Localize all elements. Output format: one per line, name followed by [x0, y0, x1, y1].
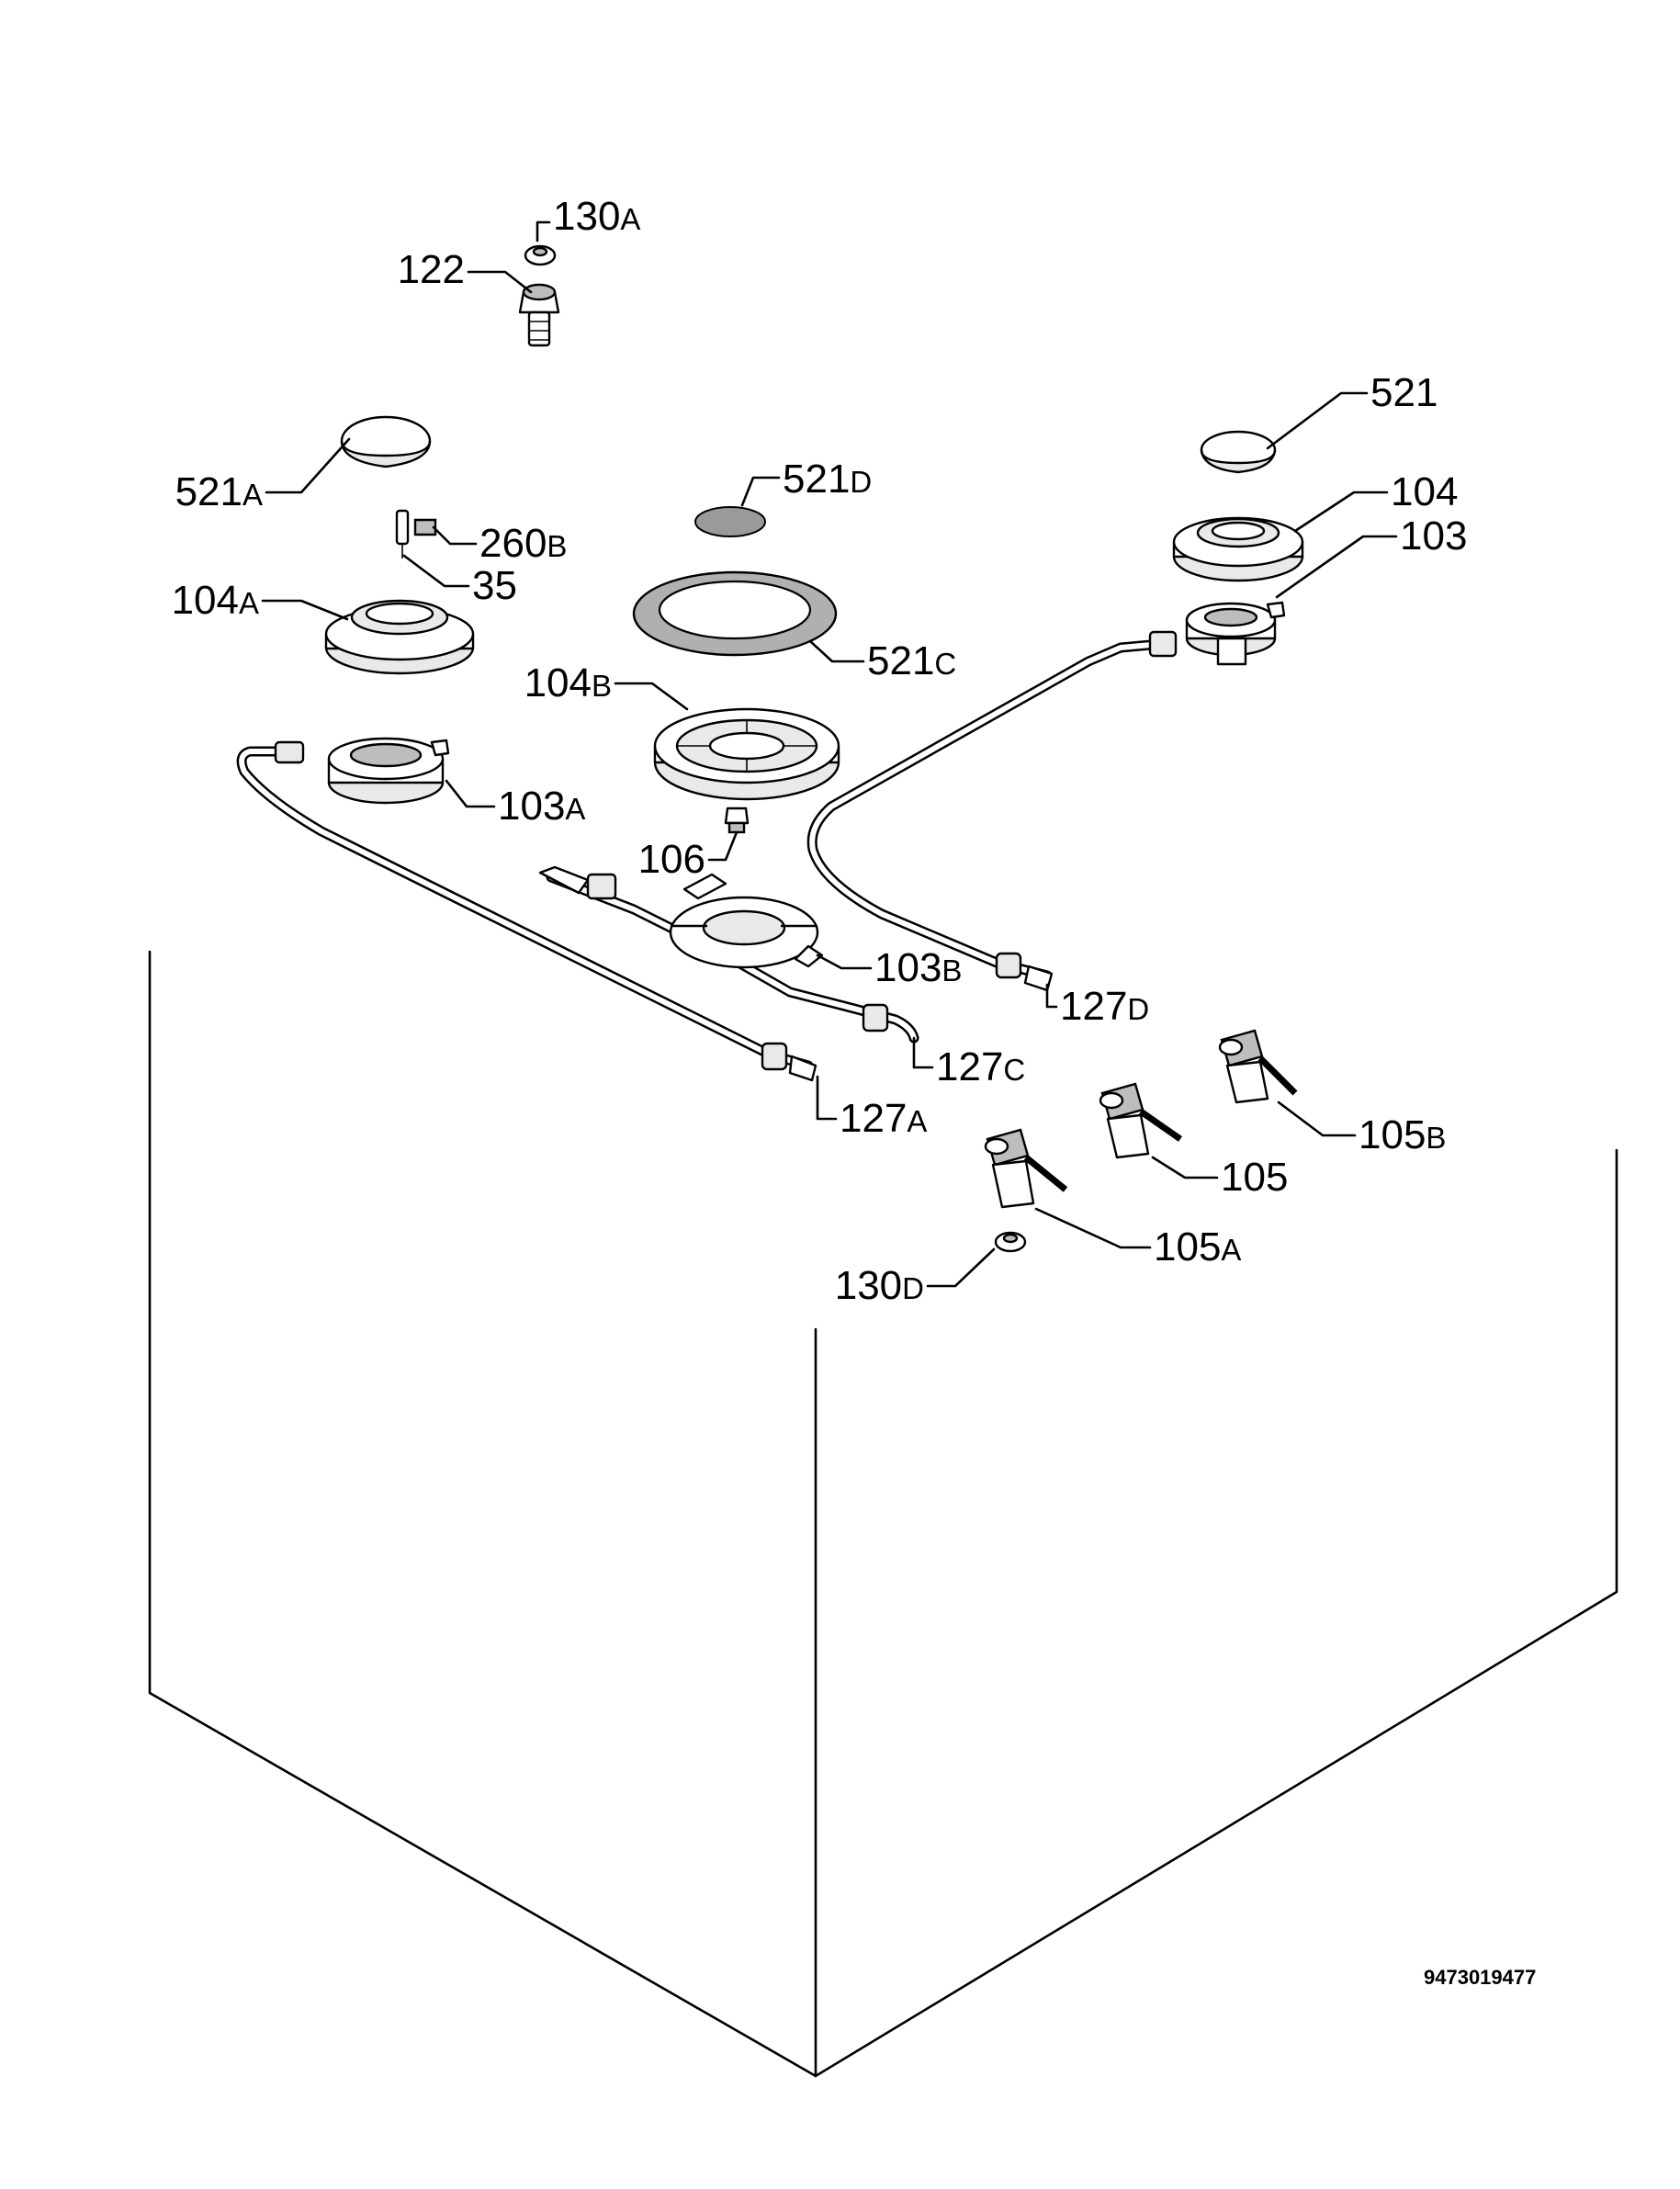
part-130A-washer	[524, 244, 557, 266]
callout-127D: 127D	[1060, 984, 1149, 1029]
part-521-cap	[1200, 430, 1277, 474]
callout-521C: 521C	[867, 638, 956, 683]
callout-260B: 260B	[479, 521, 567, 566]
callout-521D: 521D	[783, 457, 872, 502]
callout-521A: 521A	[175, 469, 263, 514]
callout-127A: 127A	[840, 1096, 927, 1141]
callout-104A: 104A	[172, 578, 259, 623]
callout-105B: 105B	[1359, 1112, 1446, 1157]
part-105-gas-tap	[1099, 1082, 1183, 1159]
callout-105A: 105A	[1154, 1224, 1241, 1269]
part-104B-burner-crown	[653, 707, 840, 801]
part-104-burner-crown	[1172, 516, 1304, 582]
part-105A-gas-tap	[984, 1128, 1068, 1209]
part-122-fitting	[518, 283, 560, 347]
gas-pipe-127A	[236, 740, 817, 1082]
part-104A-burner-crown	[324, 599, 475, 675]
callout-labels: 130A 122 521A 260B 35 104A 521D 521C 104…	[172, 194, 1468, 1308]
callout-130D: 130D	[835, 1263, 924, 1308]
part-521A-cap	[340, 415, 432, 468]
callout-127C: 127C	[936, 1044, 1025, 1089]
document-number: 9473019477	[1424, 1966, 1536, 1989]
cooker-body-outline	[148, 950, 1618, 2078]
callout-106: 106	[638, 837, 705, 882]
part-103-burner-base	[1185, 601, 1286, 666]
callout-103A: 103A	[498, 784, 585, 829]
leader-lines	[261, 220, 1398, 1288]
callout-35: 35	[472, 563, 517, 608]
callout-122: 122	[398, 247, 465, 292]
callout-104B: 104B	[524, 660, 612, 705]
callout-103B: 103B	[874, 945, 962, 990]
callout-130A: 130A	[553, 194, 640, 239]
callout-104: 104	[1391, 469, 1458, 514]
part-106-injector	[724, 807, 750, 834]
callout-521: 521	[1370, 370, 1438, 415]
callout-105: 105	[1221, 1155, 1288, 1200]
part-103A-burner-base	[327, 737, 450, 805]
part-521C-ring	[632, 570, 838, 657]
part-105B-gas-tap	[1218, 1029, 1298, 1104]
part-103B-burner-base	[669, 873, 824, 969]
callout-103: 103	[1400, 513, 1467, 559]
gas-pipe-127C	[538, 865, 919, 1044]
gas-pipe-127D	[806, 630, 1178, 992]
part-35-spark-plug	[395, 509, 437, 559]
part-521D-disc	[694, 506, 766, 537]
part-130D-washer	[994, 1231, 1027, 1253]
